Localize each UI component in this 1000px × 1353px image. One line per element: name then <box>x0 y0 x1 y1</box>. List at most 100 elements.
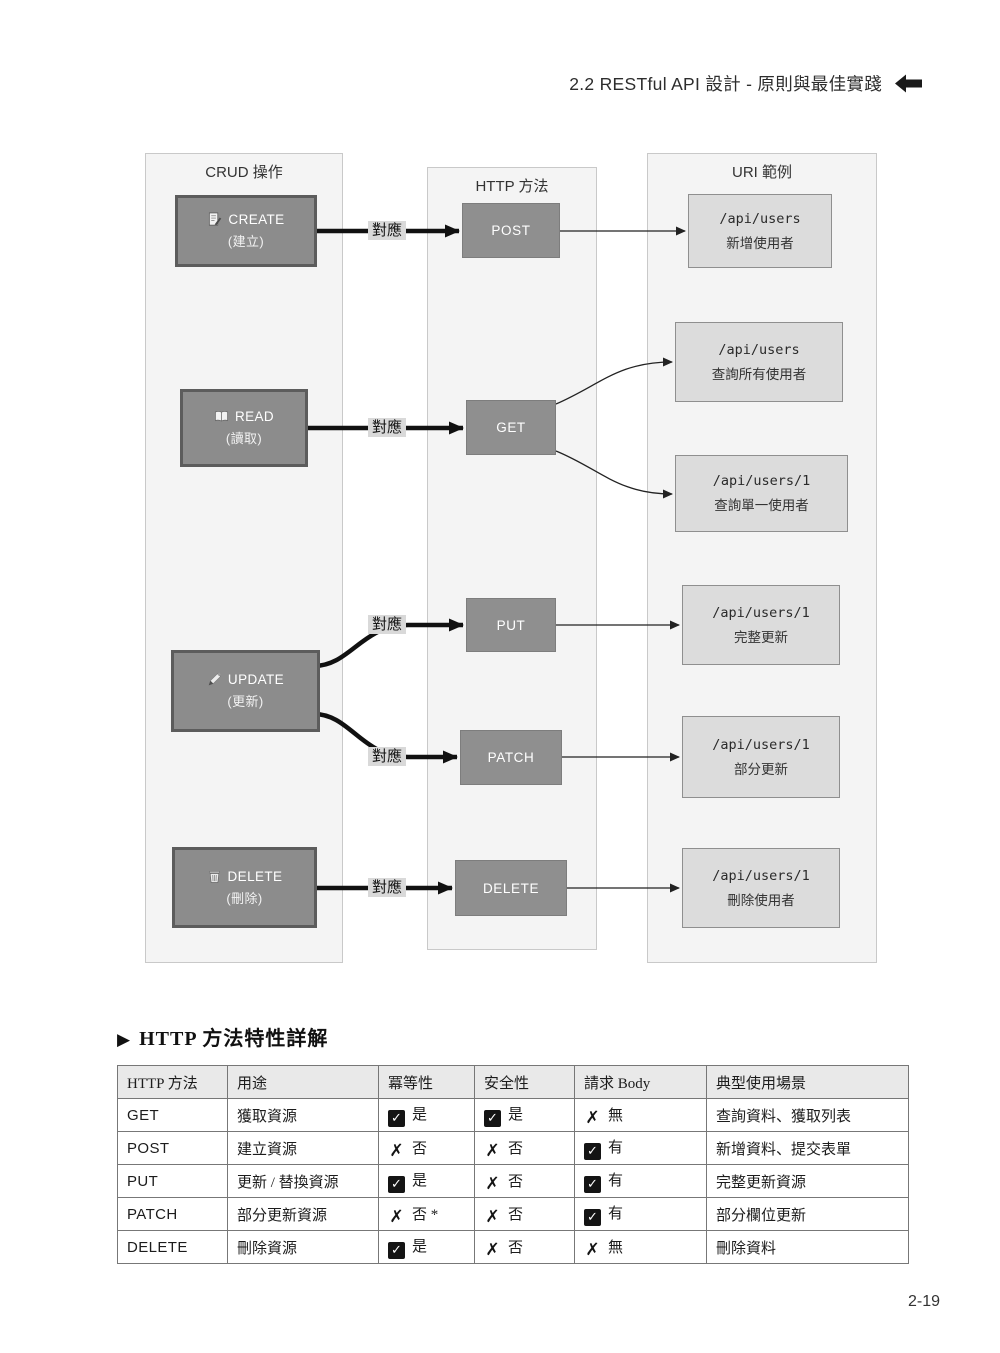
uri-column-panel: URI 範例 <box>647 153 877 963</box>
crud-box-label: READ <box>234 409 275 424</box>
crud-box-label: CREATE <box>228 212 285 227</box>
uri-box: /api/users/1 部分更新 <box>682 716 840 798</box>
check-icon: ✓ <box>584 1143 601 1160</box>
pencil-icon <box>207 672 222 687</box>
http-box-post: POST <box>462 203 560 258</box>
crud-column-panel: CRUD 操作 <box>145 153 343 963</box>
crud-column-title: CRUD 操作 <box>205 164 283 181</box>
usage-cell: 更新 / 替換資源 <box>227 1164 379 1198</box>
http-column-title: HTTP 方法 <box>475 178 549 195</box>
body-cell: ✓有 <box>574 1164 707 1198</box>
section-heading: ▶ HTTP 方法特性詳解 <box>117 1022 328 1051</box>
table-header-row: HTTP 方法 用途 冪等性 安全性 請求 Body 典型使用場景 <box>117 1065 909 1099</box>
cross-icon: ✗ <box>389 1140 404 1161</box>
http-box-patch: PATCH <box>460 730 562 785</box>
mapping-label: 對應 <box>368 747 406 766</box>
table-row-post: POST 建立資源 ✗否 ✗否 ✓有 新增資料、提交表單 <box>117 1131 909 1165</box>
idempotent-cell: ✓是 <box>378 1098 475 1132</box>
uri-desc: 查詢所有使用者 <box>711 366 807 382</box>
check-icon: ✓ <box>584 1176 601 1193</box>
cross-icon: ✗ <box>585 1239 600 1260</box>
cross-icon: ✗ <box>485 1173 500 1194</box>
table-row-get: GET 獲取資源 ✓是 ✓是 ✗無 查詢資料、獲取列表 <box>117 1098 909 1132</box>
col-header-safety: 安全性 <box>474 1065 575 1099</box>
check-icon: ✓ <box>584 1209 601 1226</box>
scenario-cell: 查詢資料、獲取列表 <box>706 1098 909 1132</box>
method-cell: DELETE <box>117 1230 228 1264</box>
idempotent-cell: ✗否 * <box>378 1197 475 1231</box>
method-cell: GET <box>117 1098 228 1132</box>
crud-box-delete: DELETE (刪除) <box>172 847 317 928</box>
crud-box-sublabel: (建立) <box>227 234 265 249</box>
uri-path: /api/users/1 <box>712 473 811 489</box>
table-row-patch: PATCH 部分更新資源 ✗否 * ✗否 ✓有 部分欄位更新 <box>117 1197 909 1231</box>
cross-icon: ✗ <box>389 1206 404 1227</box>
table-row-delete: DELETE 刪除資源 ✓是 ✗否 ✗無 刪除資料 <box>117 1230 909 1264</box>
cross-icon: ✗ <box>485 1239 500 1260</box>
http-box-get: GET <box>466 400 556 455</box>
check-icon: ✓ <box>388 1176 405 1193</box>
memo-icon <box>207 212 222 227</box>
mapping-label: 對應 <box>368 418 406 437</box>
scenario-cell: 部分欄位更新 <box>706 1197 909 1231</box>
uri-desc: 部分更新 <box>734 761 788 777</box>
uri-desc: 刪除使用者 <box>727 892 795 908</box>
crud-box-sublabel: (讀取) <box>225 431 263 446</box>
uri-path: /api/users <box>719 210 801 227</box>
safety-cell: ✗否 <box>474 1131 575 1165</box>
safety-cell: ✓是 <box>474 1098 575 1132</box>
check-icon: ✓ <box>388 1110 405 1127</box>
page-title: 2.2 RESTful API 設計 - 原則與最佳實踐 <box>569 74 882 94</box>
usage-cell: 部分更新資源 <box>227 1197 379 1231</box>
method-cell: PATCH <box>117 1197 228 1231</box>
uri-desc: 查詢單一使用者 <box>714 498 809 513</box>
scenario-cell: 刪除資料 <box>706 1230 909 1264</box>
col-header-method: HTTP 方法 <box>117 1065 228 1099</box>
crud-box-read: READ (讀取) <box>180 389 308 467</box>
crud-box-create: CREATE (建立) <box>175 195 317 267</box>
http-methods-table: HTTP 方法 用途 冪等性 安全性 請求 Body 典型使用場景 GET 獲取… <box>117 1065 909 1264</box>
check-icon: ✓ <box>484 1110 501 1127</box>
http-box-put: PUT <box>466 598 556 652</box>
body-cell: ✓有 <box>574 1197 707 1231</box>
uri-path: /api/users/1 <box>712 604 810 621</box>
uri-box: /api/users 查詢所有使用者 <box>675 322 843 402</box>
trash-icon <box>207 869 222 884</box>
page-number: 2-19 <box>907 1293 940 1310</box>
crud-box-label: UPDATE <box>227 672 285 687</box>
scenario-cell: 完整更新資源 <box>706 1164 909 1198</box>
usage-cell: 刪除資源 <box>227 1230 379 1264</box>
col-header-idempotent: 冪等性 <box>378 1065 475 1099</box>
method-cell: POST <box>117 1131 228 1165</box>
uri-box: /api/users/1 刪除使用者 <box>682 848 840 928</box>
mapping-label: 對應 <box>368 878 406 897</box>
uri-path: /api/users/1 <box>712 867 810 884</box>
uri-desc: 完整更新 <box>734 629 788 645</box>
safety-cell: ✗否 <box>474 1164 575 1198</box>
idempotent-cell: ✓是 <box>378 1164 475 1198</box>
uri-path: /api/users/1 <box>712 736 810 753</box>
idempotent-cell: ✓是 <box>378 1230 475 1264</box>
triangle-marker: ▶ <box>117 1030 132 1050</box>
http-column-panel: HTTP 方法 <box>427 167 597 950</box>
crud-box-update: UPDATE (更新) <box>171 650 320 732</box>
uri-desc: 新增使用者 <box>726 235 794 251</box>
usage-cell: 建立資源 <box>227 1131 379 1165</box>
http-box-delete: DELETE <box>455 860 567 916</box>
body-cell: ✗無 <box>574 1230 707 1264</box>
col-header-usage: 用途 <box>227 1065 379 1099</box>
table-row-put: PUT 更新 / 替換資源 ✓是 ✗否 ✓有 完整更新資源 <box>117 1164 909 1198</box>
mapping-label: 對應 <box>368 615 406 634</box>
scenario-cell: 新增資料、提交表單 <box>706 1131 909 1165</box>
col-header-body: 請求 Body <box>574 1065 707 1099</box>
mapping-label: 對應 <box>368 221 406 240</box>
crud-box-label: DELETE <box>227 868 283 884</box>
section-title: HTTP 方法特性詳解 <box>139 1028 329 1050</box>
cross-icon: ✗ <box>485 1140 500 1161</box>
method-cell: PUT <box>117 1164 228 1198</box>
safety-cell: ✗否 <box>474 1230 575 1264</box>
idempotent-cell: ✗否 <box>378 1131 475 1165</box>
book-icon <box>214 409 229 424</box>
body-cell: ✗無 <box>574 1098 707 1132</box>
